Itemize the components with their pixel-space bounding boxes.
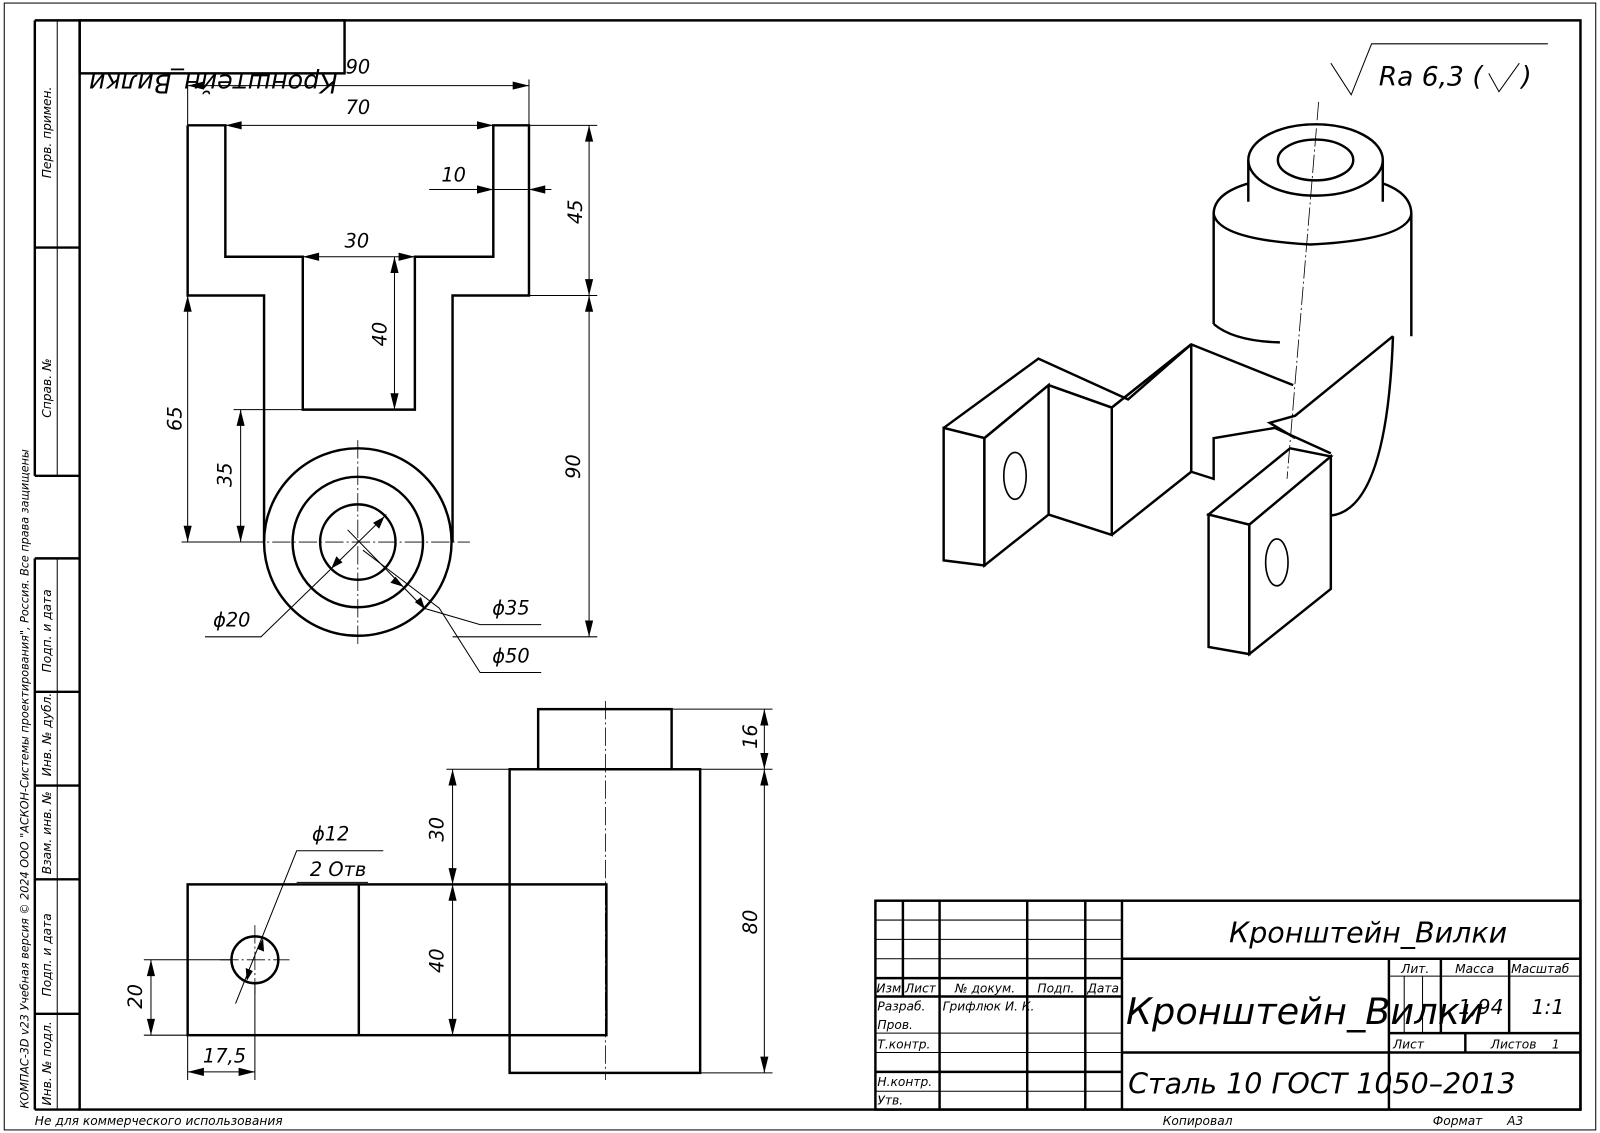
stamp-inv-podl: Инв. № подл. (40, 1021, 54, 1105)
tb-sheets-label: Листов (1490, 1037, 1537, 1051)
tb-role-utv: Утв. (877, 1093, 903, 1107)
tb-mass-label: Масса (1455, 962, 1494, 976)
footer-noncommercial: Не для коммерческого использования (35, 1114, 283, 1128)
tb-h-izm: Изм. (876, 981, 905, 995)
dim-65: 65 (164, 406, 187, 431)
footer: Не для коммерческого использования Копир… (35, 1114, 1523, 1128)
tb-developer: Грифлюк И. К. (943, 1000, 1035, 1014)
dim-90: 90 (346, 55, 371, 78)
tb-designation: Кронштейн_Вилки (1229, 916, 1507, 949)
stamp-podp-data-2: Подп. и дата (40, 913, 54, 996)
sheet-frame (3, 2, 1597, 1131)
dim-70: 70 (346, 96, 371, 119)
stamp-sprav: Справ. № (40, 358, 54, 417)
isometric-view (942, 101, 1413, 657)
roughness-text: Ra 6,3 ( (1379, 62, 1485, 93)
tb-name: Кронштейн_Вилки (1126, 990, 1484, 1033)
stamp-inv-dubl: Инв. № дубл. (40, 693, 54, 777)
dim-phi35: ϕ35 (492, 596, 529, 619)
stamp-vzam-inv: Взам. инв. № (40, 791, 54, 874)
side-view: 16 30 40 80 20 17,5 ϕ12 2 Отв (124, 700, 773, 1081)
stamp-perv-primen: Перв. примен. (40, 87, 54, 179)
tb-sheets: 1 (1552, 1037, 1560, 1051)
dim-phi12: ϕ12 (312, 823, 349, 846)
tb-role-tkontr: Т.контр. (877, 1037, 930, 1051)
tb-scale: 1:1 (1532, 995, 1565, 1019)
front-view: 90 70 10 45 30 40 65 35 90 ϕ20 ϕ35 ϕ50 (164, 55, 598, 673)
dim-45: 45 (564, 200, 587, 225)
tb-mass: 1,94 (1458, 995, 1503, 1019)
tb-material: Сталь 10 ГОСТ 1050–2013 (1128, 1067, 1516, 1100)
footer-format: А3 (1506, 1114, 1523, 1128)
dim-40: 40 (368, 322, 391, 347)
dim-phi50: ϕ50 (492, 644, 529, 667)
dim-16: 16 (739, 724, 762, 749)
tb-role-prov: Пров. (877, 1018, 913, 1032)
tb-h-data: Дата (1086, 981, 1119, 995)
tb-h-list: Лист (904, 981, 937, 995)
side-stamp: Перв. примен. Справ. № Подп. и дата Инв.… (19, 19, 80, 1111)
tb-lit-label: Лит. (1400, 962, 1429, 976)
dim-90-vertical: 90 (562, 454, 585, 479)
mirrored-designation: Кронштейн_Вилки (78, 19, 346, 97)
dim-holes: 2 Отв (310, 858, 366, 881)
title-block: Кронштейн_Вилки Кронштейн_Вилки Сталь 10… (874, 899, 1582, 1111)
mirrored-name: Кронштейн_Вилки (89, 67, 337, 97)
footer-copied: Копировал (1163, 1114, 1233, 1128)
footer-format-label: Формат (1433, 1114, 1483, 1128)
dim-80: 80 (739, 910, 762, 935)
stamp-podp-data-1: Подп. и дата (40, 589, 54, 672)
dim-phi20: ϕ20 (213, 609, 250, 632)
dim-35: 35 (213, 462, 236, 487)
tb-role-razrab: Разраб. (877, 1000, 925, 1014)
roughness-symbol: Ra 6,3 ( ) (1330, 43, 1548, 96)
roughness-tail: ) (1519, 62, 1531, 93)
tb-h-podp: Подп. (1037, 981, 1074, 995)
dim-40-side: 40 (425, 948, 448, 973)
tb-sheet-label: Лист (1392, 1037, 1425, 1051)
tb-scale-label: Масштаб (1511, 962, 1570, 976)
dim-30: 30 (345, 230, 370, 253)
dim-20: 20 (124, 984, 147, 1009)
tb-h-doc: № докум. (954, 981, 1015, 995)
dim-30-side: 30 (425, 817, 448, 842)
dim-17-5: 17,5 (203, 1045, 246, 1068)
tb-role-nkontr: Н.контр. (877, 1075, 932, 1089)
copyright-text: КОМПАС-3D v23 Учебная версия © 2024 ООО … (19, 449, 32, 1109)
dim-10: 10 (441, 163, 466, 186)
